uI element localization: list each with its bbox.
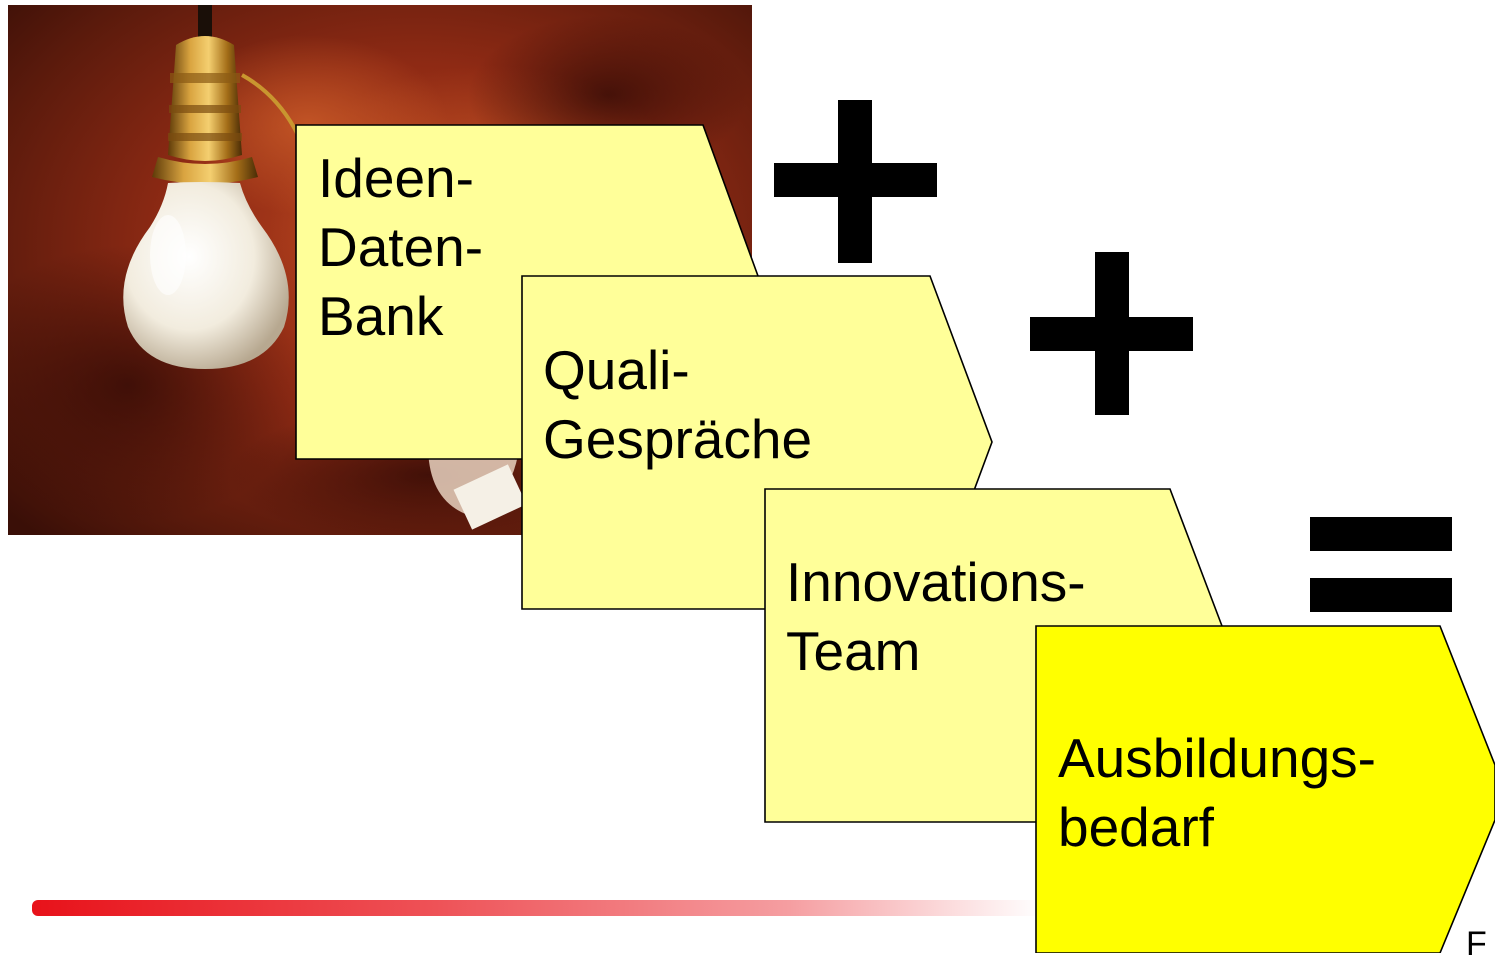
- step-3-label: Innovations- Team: [786, 551, 1086, 682]
- step-2-label: Quali- Gespräche: [543, 339, 813, 470]
- accent-underline: [32, 900, 1042, 916]
- step-1-label: Ideen- Daten- Bank: [318, 147, 484, 347]
- step-4-label: Ausbildungs- bedarf: [1058, 727, 1376, 858]
- footer-text: F: [1466, 925, 1487, 963]
- step-4-shape: [1035, 625, 1495, 953]
